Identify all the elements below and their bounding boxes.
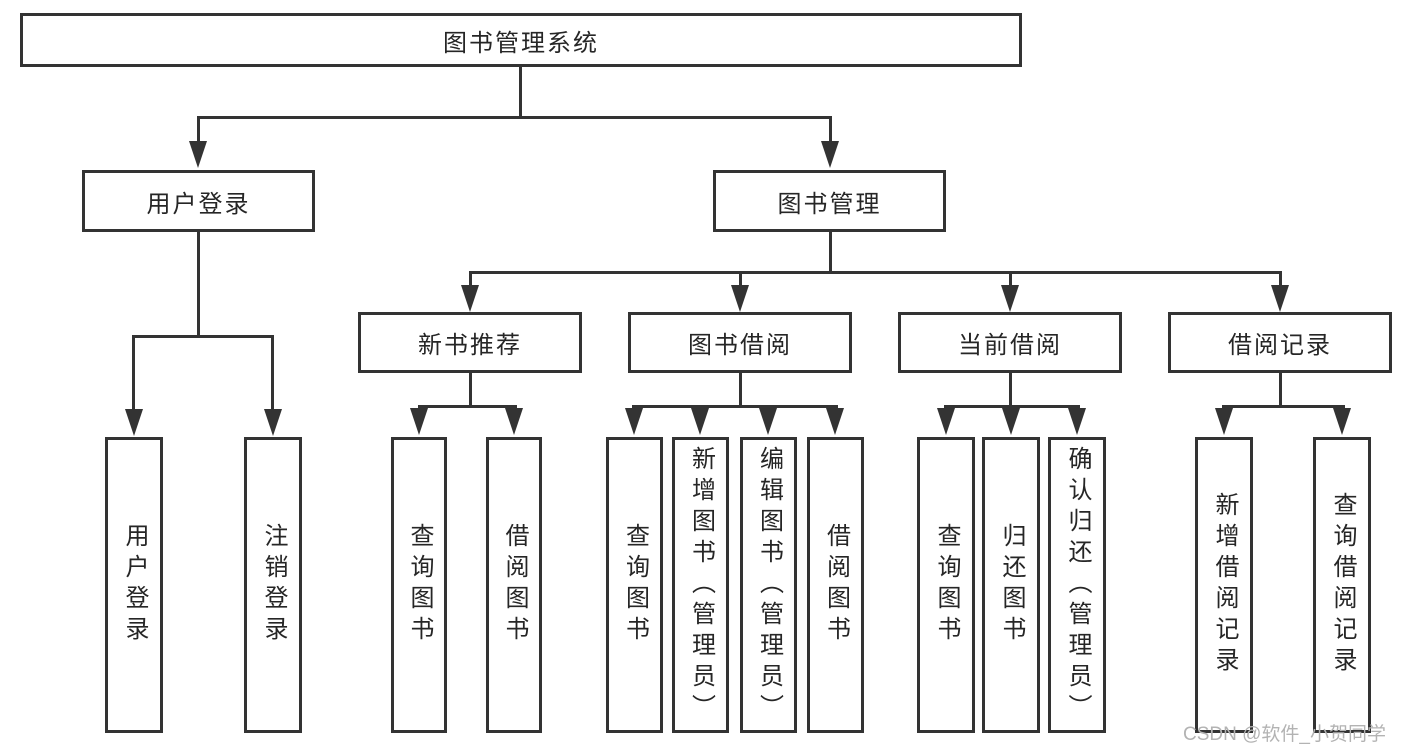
leaf-query-books-borrow: 查询图书	[606, 437, 663, 733]
node-book-borrowing: 图书借阅	[628, 312, 852, 373]
node-current-borrowing: 当前借阅	[898, 312, 1122, 373]
arrowhead-down-icon	[410, 408, 428, 435]
arrowhead-down-icon	[1002, 408, 1020, 435]
arrowhead-down-icon	[821, 141, 839, 168]
arrowhead-down-icon	[1271, 285, 1289, 312]
arrowhead-down-icon	[826, 408, 844, 435]
arrowhead-down-icon	[1215, 408, 1233, 435]
node-new-book-recommend: 新书推荐	[358, 312, 582, 373]
connector-level3-bus	[469, 271, 1282, 274]
connector-leaf-drop	[271, 335, 274, 410]
leaf-add-borrow-record: 新增借阅记录	[1195, 437, 1253, 733]
connector-recommend-bus	[418, 405, 517, 408]
connector-user-login-stem	[197, 231, 200, 337]
arrowhead-down-icon	[691, 408, 709, 435]
connector-borrow-bus	[632, 405, 838, 408]
arrowhead-down-icon	[759, 408, 777, 435]
arrowhead-down-icon	[1333, 408, 1351, 435]
arrowhead-down-icon	[625, 408, 643, 435]
connector-book-mgmt-stem	[829, 231, 832, 274]
connector-leaf-drop	[469, 271, 472, 286]
leaf-borrow-books: 借阅图书	[807, 437, 864, 733]
connector-recommend-stem	[469, 372, 472, 408]
arrowhead-down-icon	[937, 408, 955, 435]
leaf-logout: 注销登录	[244, 437, 302, 733]
arrowhead-down-icon	[1001, 285, 1019, 312]
leaf-confirm-return-admin: 确认归还（管理员）	[1048, 437, 1106, 733]
node-library-system: 图书管理系统	[20, 13, 1022, 67]
node-book-management: 图书管理	[713, 170, 946, 232]
node-user-login: 用户登录	[82, 170, 315, 232]
connector-leaf-drop	[132, 335, 135, 410]
connector-user-login-bus	[132, 335, 274, 338]
leaf-query-books-current: 查询图书	[917, 437, 975, 733]
arrowhead-down-icon	[1068, 408, 1086, 435]
connector-leaf-drop	[1279, 271, 1282, 286]
connector-user-login-drop	[197, 116, 200, 142]
connector-current-stem	[1009, 372, 1012, 408]
arrowhead-down-icon	[125, 409, 143, 436]
leaf-query-borrow-record: 查询借阅记录	[1313, 437, 1371, 733]
connector-records-bus	[1222, 405, 1345, 408]
leaf-return-books: 归还图书	[982, 437, 1040, 733]
arrowhead-down-icon	[505, 408, 523, 435]
connector-current-bus	[944, 405, 1080, 408]
arrowhead-down-icon	[189, 141, 207, 168]
node-borrowing-records: 借阅记录	[1168, 312, 1392, 373]
arrowhead-down-icon	[731, 285, 749, 312]
connector-leaf-drop	[1009, 271, 1012, 286]
arrowhead-down-icon	[461, 285, 479, 312]
connector-leaf-drop	[739, 271, 742, 286]
leaf-user-login: 用户登录	[105, 437, 163, 733]
connector-records-stem	[1279, 372, 1282, 408]
leaf-edit-book-admin: 编辑图书（管理员）	[740, 437, 797, 733]
connector-level2-bus	[197, 116, 832, 119]
watermark: CSDN @软件_小贺同学	[1183, 724, 1386, 745]
connector-borrow-stem	[739, 372, 742, 408]
arrowhead-down-icon	[264, 409, 282, 436]
leaf-query-books-recommend: 查询图书	[391, 437, 447, 733]
connector-book-mgmt-drop	[829, 116, 832, 142]
leaf-borrow-books-recommend: 借阅图书	[486, 437, 542, 733]
leaf-add-book-admin: 新增图书（管理员）	[672, 437, 729, 733]
connector-root-stem	[519, 66, 522, 118]
